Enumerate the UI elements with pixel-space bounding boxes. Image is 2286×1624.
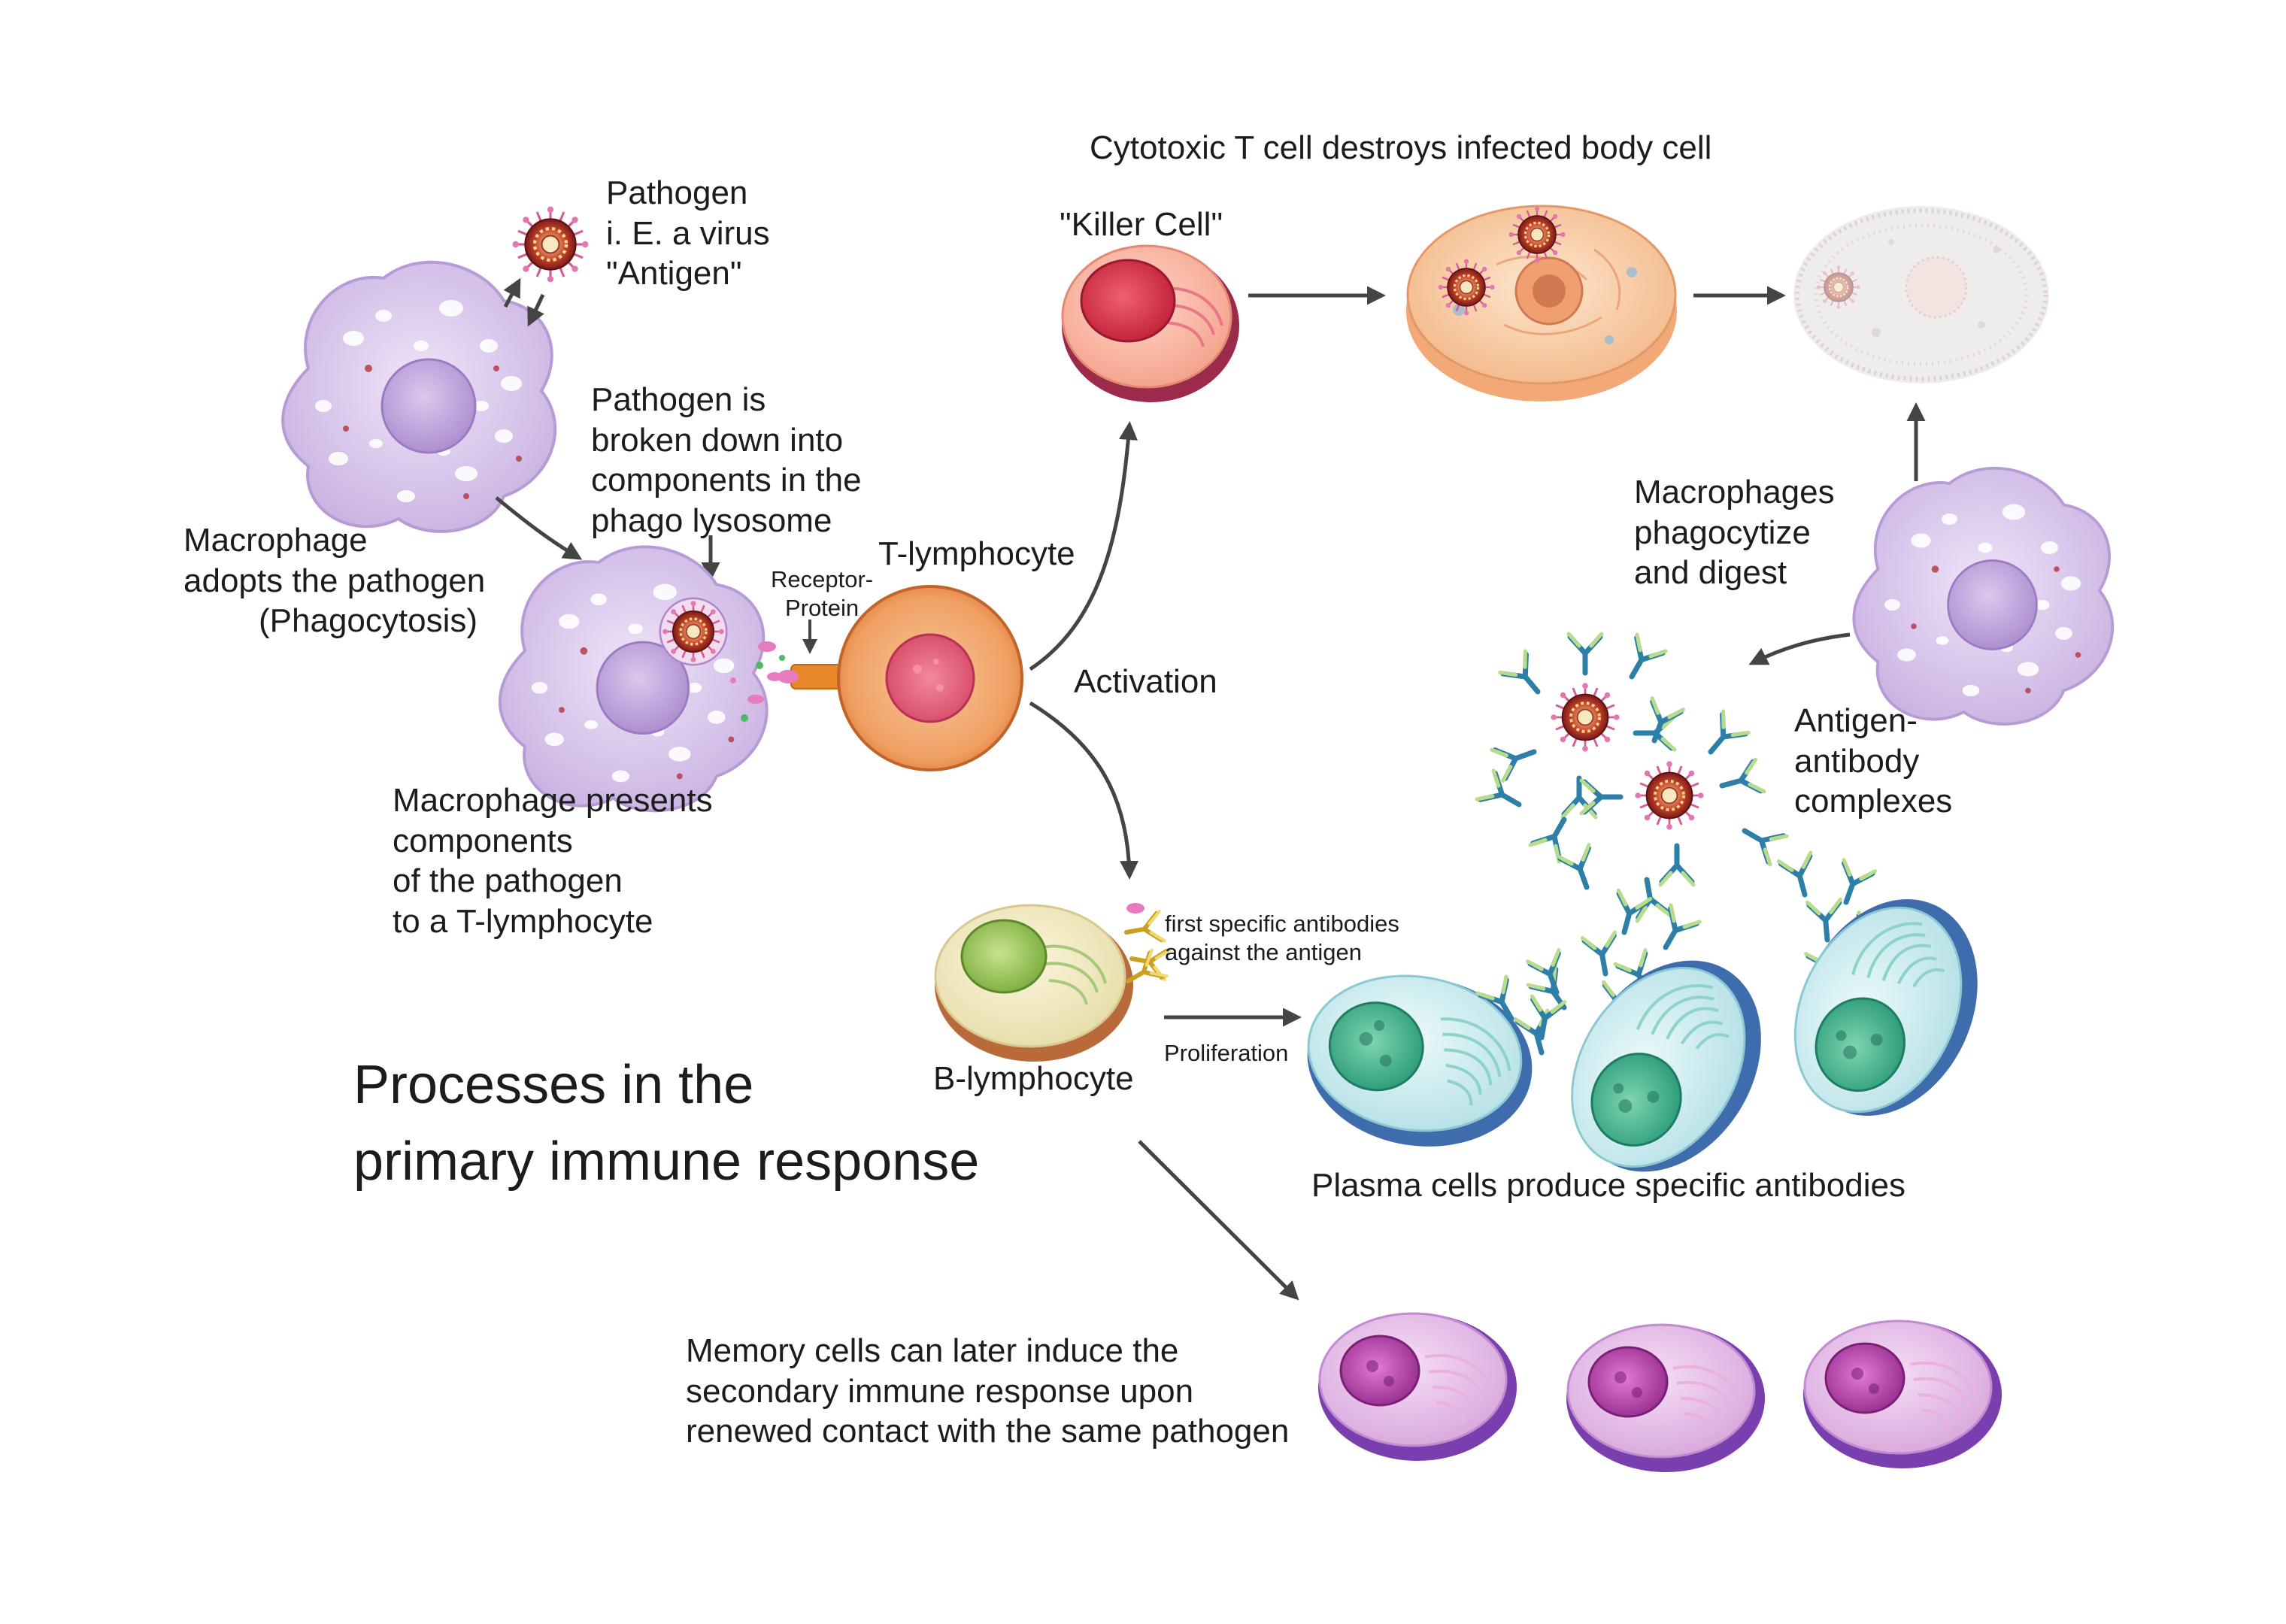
arrow-to-memory-cells	[1138, 1140, 1299, 1301]
arrow-pathogen-up	[503, 277, 521, 308]
arrow-to-killer-cell	[1029, 421, 1138, 671]
label-cytotoxic: Cytotoxic T cell destroys infected body …	[1090, 129, 1712, 166]
receptor-protein	[790, 664, 844, 689]
macrophage-right-cell	[1852, 466, 2115, 726]
arrow-pathogen-down	[527, 293, 545, 327]
t-lymphocyte-cell	[837, 585, 1023, 771]
label-antigen-antibody: Antigen- antibody complexes	[1794, 702, 1953, 820]
label-macrophage-adopts: Macrophage adopts the pathogen (Phagocyt…	[183, 522, 486, 640]
label-macrophages-phagocytize: Macrophages phagocytize and digest	[1634, 474, 1835, 592]
memory-cell-2	[1565, 1323, 1766, 1474]
plasma-cell-2	[1535, 924, 1801, 1208]
label-activation: Activation	[1074, 663, 1217, 700]
label-pathogen-broken-down: Pathogen is broken down into components …	[591, 381, 862, 540]
label-proliferation: Proliferation	[1164, 1040, 1289, 1066]
destroyed-cell	[1793, 206, 2049, 383]
memory-cell-1	[1317, 1312, 1518, 1462]
label-b-lymphocyte: B-lymphocyte	[933, 1060, 1134, 1097]
label-t-lymphocyte: T-lymphocyte	[878, 535, 1075, 572]
arrow-macrophage-to-complexes	[1748, 632, 1851, 665]
memory-cell-3	[1802, 1320, 2003, 1470]
plasma-cell-3	[1762, 868, 2013, 1147]
label-memory-cells: Memory cells can later induce the second…	[686, 1332, 1290, 1450]
pathogen-virus	[513, 207, 589, 283]
infected-body-cell	[1406, 205, 1677, 401]
arrow-to-b-lymphocyte	[1029, 701, 1139, 880]
diagram-title: Processes in the primary immune response	[353, 1055, 980, 1192]
antigen-on-receptor	[778, 670, 799, 683]
phagolysosome-virus	[659, 597, 728, 666]
arrow-phagocytosis	[495, 496, 583, 560]
b-lymphocyte-cell	[934, 904, 1133, 1062]
label-plasma-cells: Plasma cells produce specific antibodies	[1311, 1167, 1906, 1204]
killer-cell	[1061, 244, 1239, 402]
first-antibodies	[1120, 903, 1170, 994]
macrophage-cell	[281, 260, 557, 533]
label-first-antibodies: first specific antibodies against the an…	[1165, 910, 1399, 965]
label-pathogen: Pathogen i. E. a virus "Antigen"	[606, 174, 770, 292]
label-macrophage-presents: Macrophage presents components of the pa…	[393, 782, 713, 941]
presenting-macrophage-cell	[498, 545, 769, 813]
label-killer-cell: "Killer Cell"	[1060, 206, 1223, 243]
label-receptor-protein: Receptor- Protein	[771, 566, 874, 621]
